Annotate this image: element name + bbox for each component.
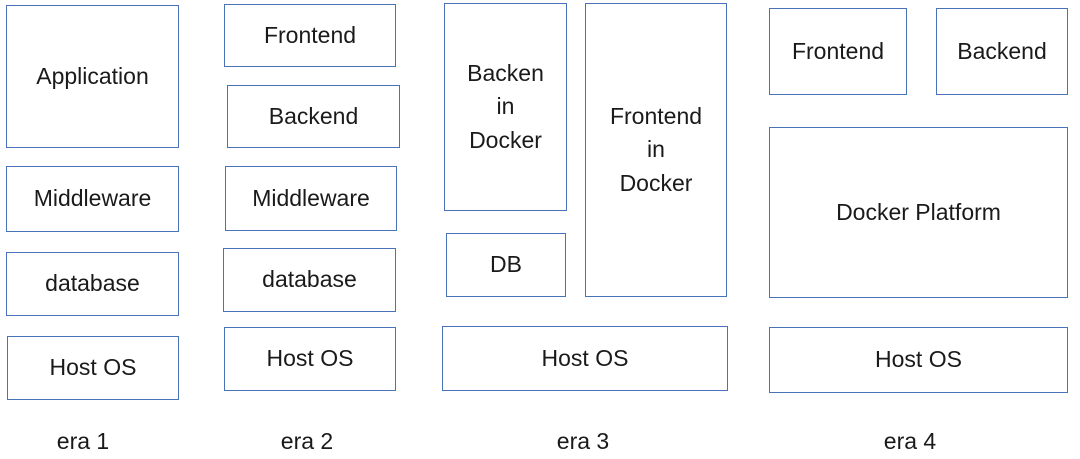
era2-frontend-label: Frontend	[263, 21, 357, 48]
era2-database-label: database	[262, 266, 357, 293]
era3-host-os-box: Host OS	[442, 326, 728, 391]
era4-frontend-label: Frontend	[791, 37, 885, 64]
era1-middleware-box: Middleware	[6, 166, 179, 232]
era1-database-box: database	[6, 252, 179, 316]
era4-docker-platform-label: Docker Platform	[836, 198, 1001, 225]
era1-middleware-label: Middleware	[33, 185, 152, 212]
era1-application-box: Application	[6, 5, 179, 148]
era1-host-os-label: Host OS	[49, 354, 137, 381]
era3-db-label: DB	[490, 251, 522, 278]
era2-middleware-label: Middleware	[252, 184, 370, 211]
era4-label: era 4	[883, 428, 937, 454]
era1-database-label: database	[45, 270, 140, 297]
era3-label: era 3	[556, 428, 610, 454]
era2-backend-box: Backend	[227, 85, 400, 148]
era2-host-os-label: Host OS	[266, 345, 354, 372]
era3-db-box: DB	[446, 233, 566, 297]
era4-frontend-box: Frontend	[769, 8, 907, 95]
era2-backend-label: Backend	[268, 102, 359, 129]
era4-docker-platform-box: Docker Platform	[769, 127, 1068, 298]
era1-application-label: Application	[36, 62, 149, 89]
era4-backend-label: Backend	[957, 37, 1047, 64]
era4-backend-box: Backend	[936, 8, 1068, 95]
era3-host-os-label: Host OS	[541, 344, 629, 371]
era2-label: era 2	[280, 428, 334, 454]
era2-middleware-box: Middleware	[225, 166, 397, 231]
era3-frontend-docker-label: Frontend in Docker	[609, 102, 703, 196]
era3-backend-docker-label: Backen in Docker	[467, 59, 544, 153]
era2-frontend-box: Frontend	[224, 4, 396, 67]
era3-backend-docker-box: Backen in Docker	[444, 3, 567, 211]
era2-database-box: database	[223, 248, 396, 312]
era1-host-os-box: Host OS	[7, 336, 179, 400]
era4-host-os-label: Host OS	[875, 346, 962, 373]
era2-host-os-box: Host OS	[224, 327, 396, 391]
era4-host-os-box: Host OS	[769, 327, 1068, 393]
era1-label: era 1	[56, 428, 110, 454]
era3-frontend-docker-box: Frontend in Docker	[585, 3, 727, 297]
